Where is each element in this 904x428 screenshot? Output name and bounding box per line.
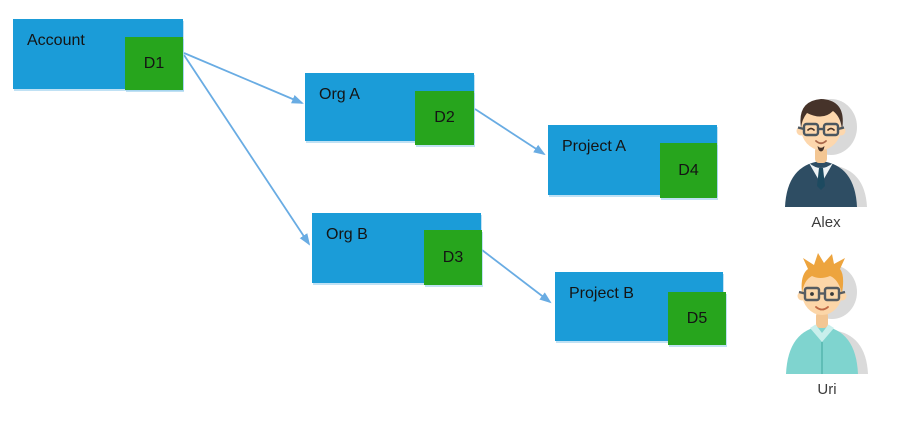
badge-d5: D5 — [668, 292, 726, 345]
arrow-d1-to-org-a — [183, 52, 304, 104]
node-project-a-label: Project A — [562, 138, 627, 155]
person-uri: Uri — [781, 250, 873, 398]
badge-d4: D4 — [660, 143, 717, 198]
badge-d4-label: D4 — [678, 161, 699, 179]
arrow-d2-to-project-a — [474, 108, 546, 156]
badge-d3-label: D3 — [442, 248, 464, 266]
badge-d3: D3 — [424, 230, 482, 285]
badge-d2: D2 — [415, 91, 474, 145]
person-alex-name: Alex — [811, 214, 841, 231]
badge-d1-label: D1 — [143, 54, 165, 72]
person-uri-name: Uri — [817, 381, 837, 398]
uri-avatar-icon — [786, 253, 868, 374]
node-org-a-label: Org A — [319, 86, 360, 103]
person-alex: Alex — [780, 91, 872, 231]
arrow-d3-to-project-b — [481, 249, 552, 304]
badge-d2-label: D2 — [434, 109, 455, 126]
node-account-label: Account — [27, 32, 85, 49]
node-project-b-label: Project B — [569, 285, 634, 302]
badge-d5-label: D5 — [686, 309, 708, 327]
alex-avatar-icon — [785, 99, 867, 207]
badge-d1: D1 — [125, 37, 183, 90]
node-org-b-label: Org B — [326, 226, 368, 243]
arrow-d1-to-org-b — [183, 54, 311, 246]
